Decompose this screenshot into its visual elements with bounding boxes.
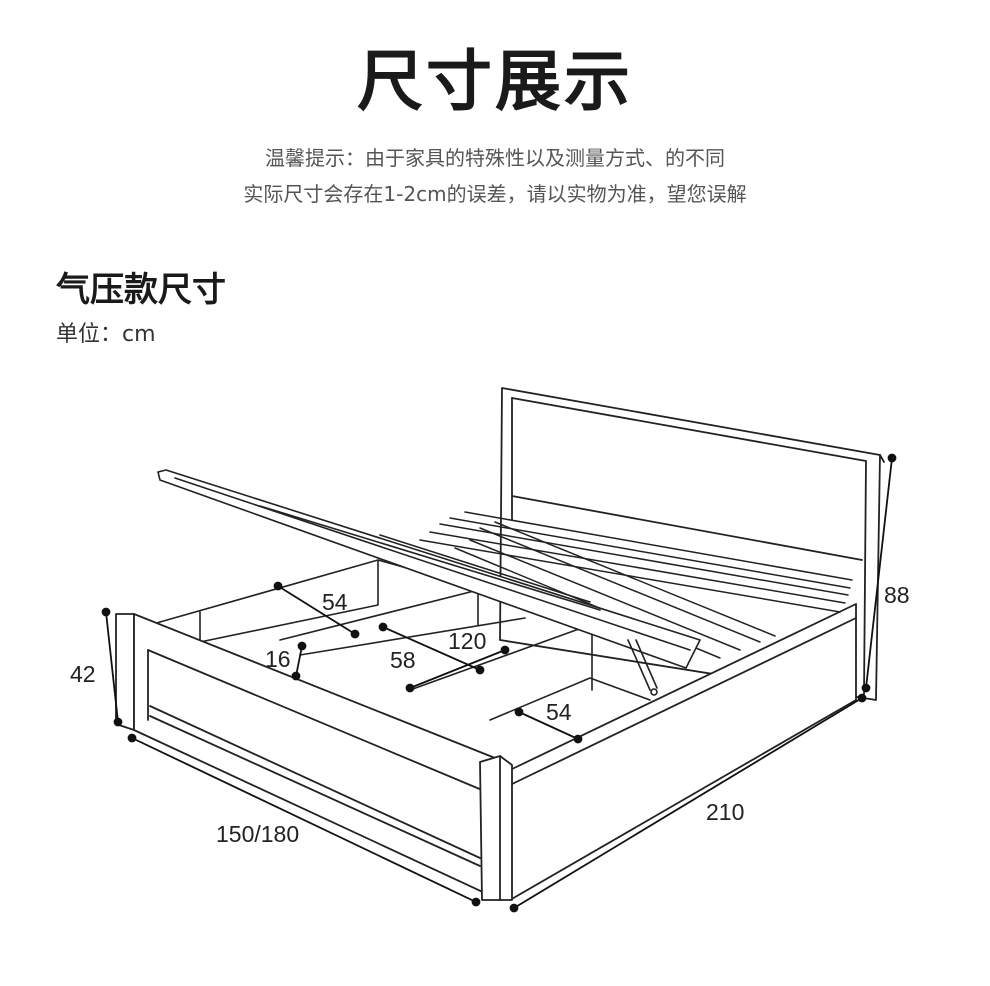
page-title: 尺寸展示 (357, 43, 633, 120)
unit-label: 单位：cm (56, 322, 156, 347)
dim-line-54-back (514, 707, 583, 744)
dim-line-42 (101, 607, 123, 727)
dim-label-42: 42 (70, 661, 96, 687)
footboard (115, 613, 513, 901)
dim-label-16: 16 (265, 646, 291, 672)
dim-label-150-180: 150/180 (216, 821, 299, 847)
section-title: 气压款尺寸 (56, 270, 226, 310)
dim-line-210 (509, 693, 867, 913)
dim-line-150-180 (127, 733, 481, 907)
dimension-labels: 88 42 150/180 210 54 16 120 58 54 (70, 582, 910, 847)
lift-panel (157, 469, 701, 669)
notice-line-1: 温馨提示：由于家具的特殊性以及测量方式、的不同 (265, 146, 725, 170)
gas-strut (627, 639, 658, 696)
dim-line-120 (378, 622, 485, 675)
dim-label-58: 58 (390, 647, 416, 673)
dim-label-88: 88 (884, 582, 910, 608)
dimension-lines (101, 453, 897, 913)
notice-line-2: 实际尺寸会存在1-2cm的误差，请以实物为准，望您误解 (243, 182, 747, 206)
dim-label-120: 120 (448, 628, 486, 654)
bed-drawing (115, 387, 885, 901)
dim-line-16 (291, 641, 307, 681)
dim-line-88 (861, 453, 897, 693)
dim-line-58 (405, 645, 510, 693)
dim-label-54-front: 54 (322, 589, 348, 615)
dim-label-210: 210 (706, 799, 744, 825)
dim-line-54-front (273, 581, 360, 639)
dim-label-54-back: 54 (546, 699, 572, 725)
